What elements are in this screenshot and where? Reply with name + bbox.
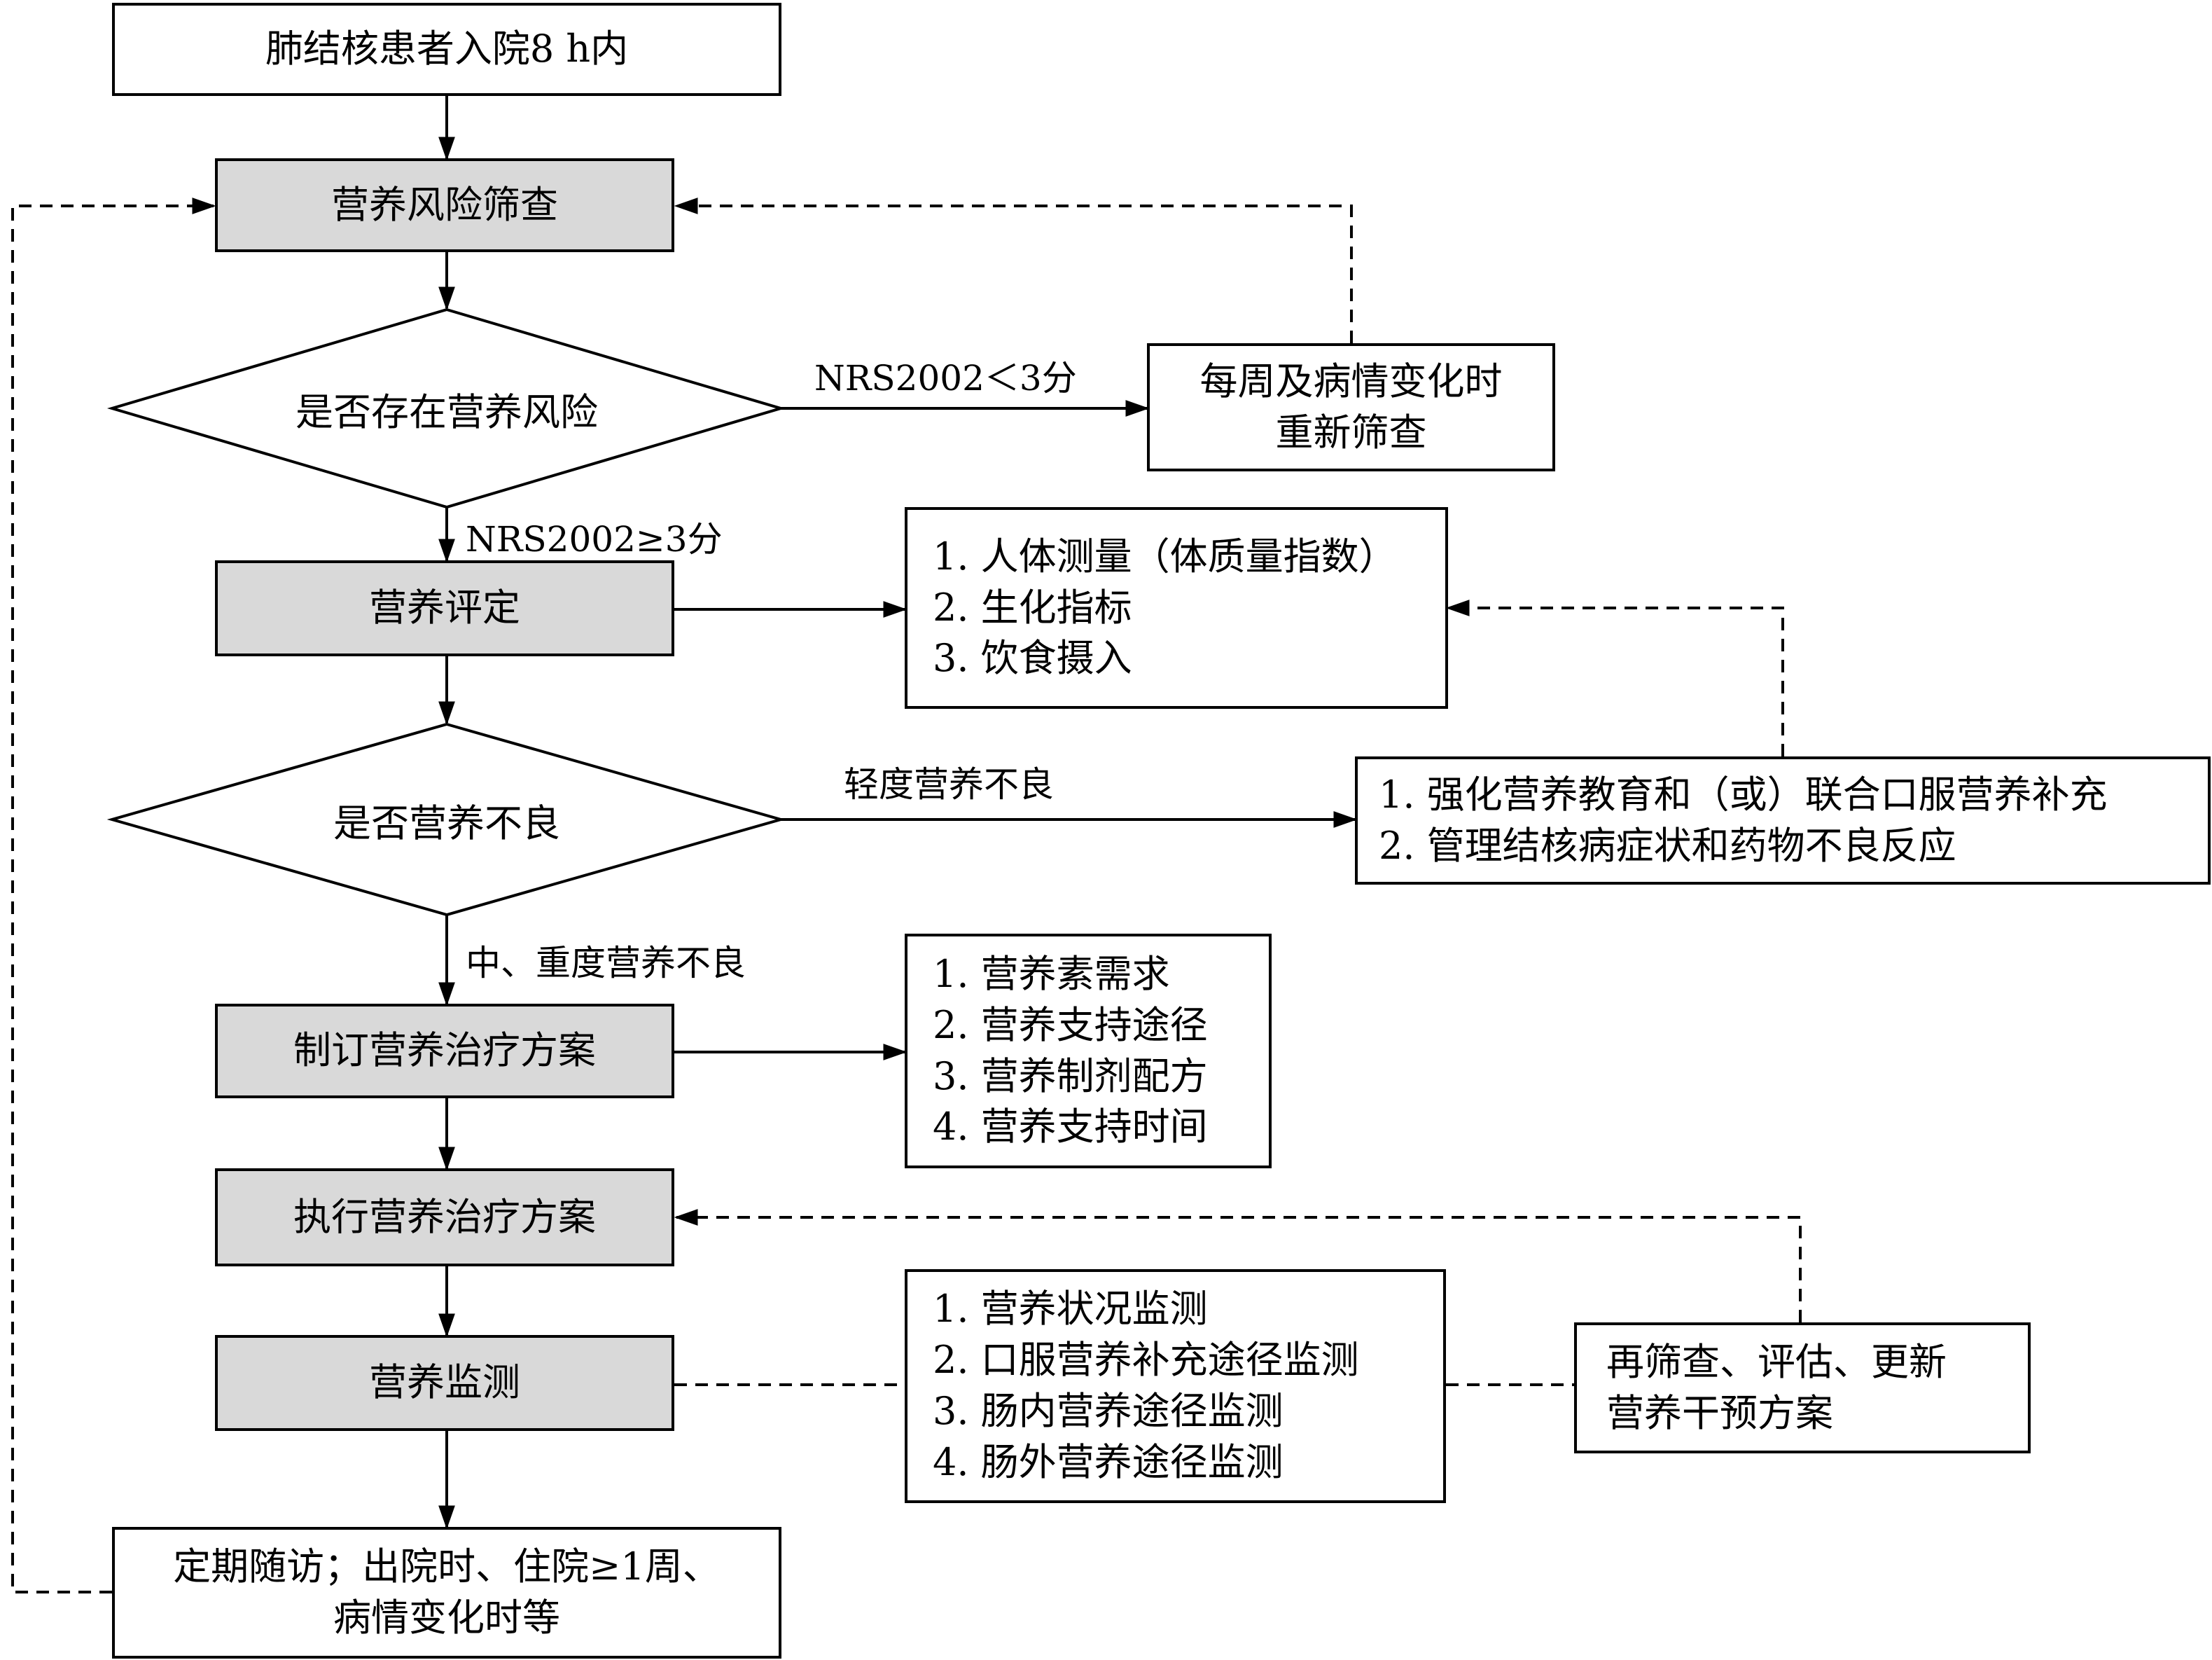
dashed-loop-update-to-execute	[674, 1209, 1802, 1322]
monitoring-node: 营养监测	[215, 1335, 674, 1431]
monitoring-item: 3. 肠内营养途径监测	[933, 1389, 1284, 1433]
followup-node: 定期随访；出院时、住院≥1周、 病情变化时等	[112, 1527, 781, 1659]
assessment-item: 2. 生化指标	[933, 585, 1132, 630]
mild-action-item: 1. 强化营养教育和（或）联合口服营养补充	[1379, 772, 2108, 817]
risk-question-label: 是否存在营养风险	[295, 389, 598, 434]
malnutrition-question-label-wrap: 是否营养不良	[252, 791, 641, 848]
start-node: 肺结核患者入院8 h内	[112, 3, 781, 96]
followup-line-2: 病情变化时等	[333, 1596, 560, 1640]
monitoring-item: 2. 口服营养补充途径监测	[933, 1338, 1359, 1383]
monitoring-items-node: 1. 营养状况监测 2. 口服营养补充途径监测 3. 肠内营养途径监测 4. 肠…	[905, 1269, 1446, 1503]
dashed-loop-followup-to-screening	[11, 198, 216, 1593]
screening-node: 营养风险筛查	[215, 158, 674, 252]
monitoring-item: 1. 营养状况监测	[933, 1287, 1208, 1332]
assessment-label: 营养评定	[369, 586, 520, 630]
plan-item: 4. 营养支持时间	[933, 1105, 1208, 1149]
assessment-node: 营养评定	[215, 560, 674, 656]
rescreen-line-2: 重新筛查	[1275, 410, 1427, 455]
plan-item: 1. 营养素需求	[933, 951, 1170, 996]
risk-question-label-wrap: 是否存在营养风险	[231, 380, 662, 436]
edge-label-mild: 轻度营养不良	[844, 764, 1054, 805]
plan-item: 3. 营养制剂配方	[933, 1053, 1208, 1098]
mild-action-item: 2. 管理结核病症状和药物不良反应	[1379, 823, 1956, 868]
dashed-loop-mild-to-assessment	[1445, 600, 1784, 756]
monitoring-label: 营养监测	[369, 1360, 520, 1405]
execute-plan-label: 执行营养治疗方案	[293, 1194, 596, 1239]
assessment-item: 3. 饮食摄入	[933, 636, 1132, 681]
make-plan-node: 制订营养治疗方案	[215, 1004, 674, 1098]
rescreen-line-1: 每周及病情变化时	[1199, 359, 1503, 403]
dashed-loop-rescreen-to-screening	[674, 198, 1353, 343]
execute-plan-node: 执行营养治疗方案	[215, 1168, 674, 1266]
assessment-items-node: 1. 人体测量（体质量指数） 2. 生化指标 3. 饮食摄入	[905, 507, 1448, 709]
malnutrition-question-label: 是否营养不良	[333, 801, 560, 845]
start-label: 肺结核患者入院8 h内	[265, 27, 629, 71]
edge-label-nrs-high: NRS2002≥3分	[466, 519, 723, 560]
make-plan-label: 制订营养治疗方案	[293, 1028, 596, 1073]
monitoring-item: 4. 肠外营养途径监测	[933, 1439, 1284, 1484]
plan-item: 2. 营养支持途径	[933, 1002, 1208, 1047]
rescreen-update-line-1: 再筛查、评估、更新	[1606, 1339, 1947, 1384]
edge-label-moderate-severe: 中、重度营养不良	[466, 943, 746, 983]
rescreen-update-line-2: 营养干预方案	[1606, 1390, 1833, 1435]
followup-line-1: 定期随访；出院时、住院≥1周、	[173, 1544, 721, 1589]
screening-label: 营养风险筛查	[331, 182, 558, 227]
plan-items-node: 1. 营养素需求 2. 营养支持途径 3. 营养制剂配方 4. 营养支持时间	[905, 934, 1272, 1168]
mild-actions-node: 1. 强化营养教育和（或）联合口服营养补充 2. 管理结核病症状和药物不良反应	[1355, 756, 2211, 885]
assessment-item: 1. 人体测量（体质量指数）	[933, 534, 1397, 579]
rescreen-update-node: 再筛查、评估、更新 营养干预方案	[1574, 1322, 2031, 1453]
edge-label-nrs-low: NRS2002＜3分	[814, 358, 1077, 399]
rescreen-node: 每周及病情变化时 重新筛查	[1147, 343, 1555, 471]
